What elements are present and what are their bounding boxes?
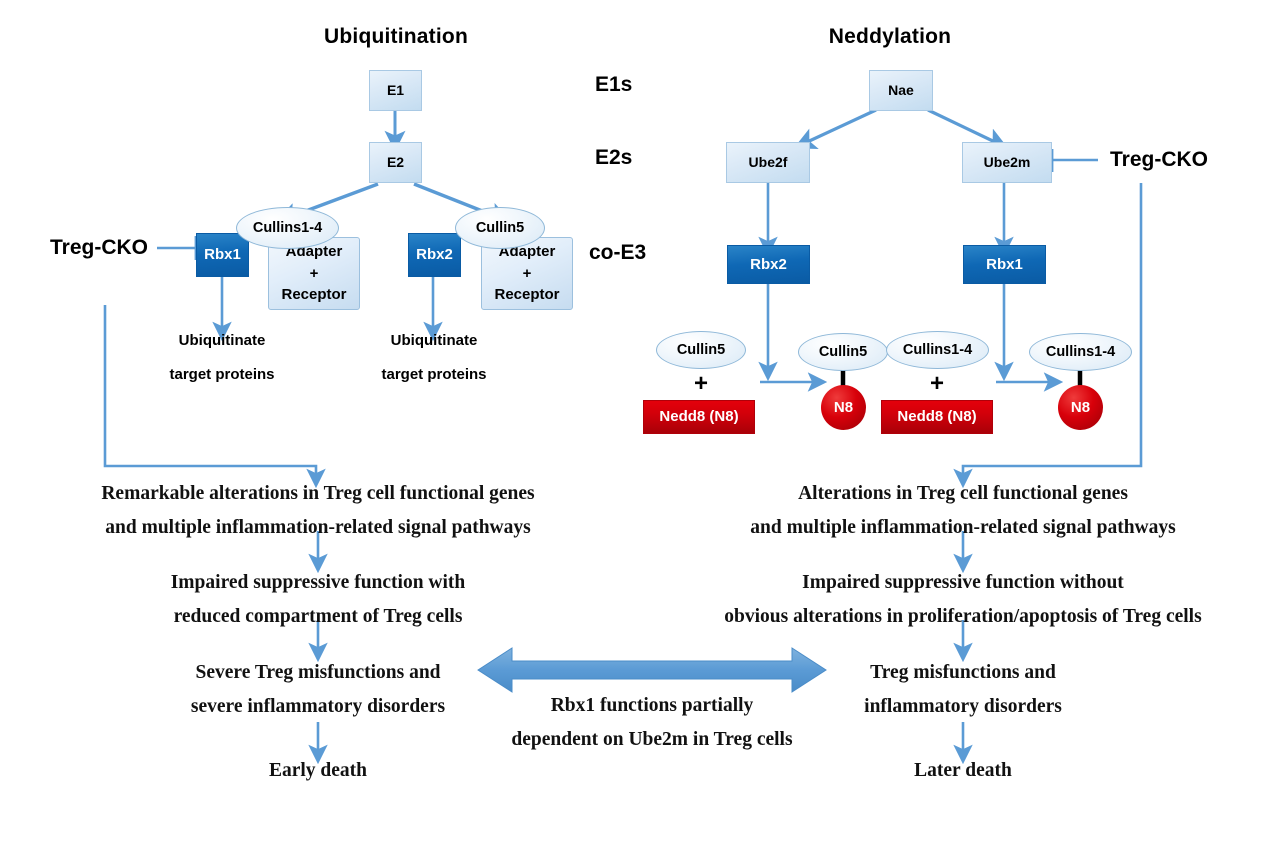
node-cullin5-substrate[interactable]: Cullin5 xyxy=(656,331,746,369)
adapter-plus: + xyxy=(522,264,532,282)
outcome-left-2-line2: reduced compartment of Treg cells xyxy=(173,606,463,628)
page-title-ubiquitination: Ubiquitination xyxy=(324,24,468,48)
receptor-label: Receptor xyxy=(494,286,560,304)
node-rbx1-neddylation[interactable]: Rbx1 xyxy=(963,245,1046,284)
effect-ubiquitinate-right-line2: target proteins xyxy=(381,366,487,384)
node-rbx1-ubiquitination[interactable]: Rbx1 xyxy=(196,233,249,277)
adapter-receptor-box-left[interactable]: Adapter + Receptor xyxy=(268,237,360,310)
stage-label-co-e3: co-E3 xyxy=(589,240,647,264)
center-note-line2: dependent on Ube2m in Treg cells xyxy=(511,729,793,751)
label-treg-cko-left: Treg-CKO xyxy=(50,235,149,259)
outcome-right-4: Later death xyxy=(914,760,1012,782)
node-e1[interactable]: E1 xyxy=(369,70,422,111)
node-cullin5-ubiquitination[interactable]: Cullin5 xyxy=(455,207,545,249)
node-rbx2-ubiquitination[interactable]: Rbx2 xyxy=(408,233,461,277)
effect-ubiquitinate-left-line1: Ubiquitinate xyxy=(178,332,266,350)
center-note-line1: Rbx1 functions partially xyxy=(550,695,754,717)
outcome-right-3-line2: inflammatory disorders xyxy=(864,696,1062,718)
receptor-label: Receptor xyxy=(281,286,347,304)
outcome-left-4: Early death xyxy=(268,760,368,782)
node-ube2f[interactable]: Ube2f xyxy=(726,142,810,183)
outcome-left-3-line1: Severe Treg misfunctions and xyxy=(195,662,441,684)
label-treg-cko-right: Treg-CKO xyxy=(1110,147,1209,171)
node-cullins1-4-substrate[interactable]: Cullins1-4 xyxy=(886,331,989,369)
node-rbx2-neddylation[interactable]: Rbx2 xyxy=(727,245,810,284)
outcome-left-1-line1: Remarkable alterations in Treg cell func… xyxy=(101,483,535,505)
outcome-right-2-line1: Impaired suppressive function without xyxy=(802,572,1124,594)
node-e2[interactable]: E2 xyxy=(369,142,422,183)
outcome-right-1-line2: and multiple inflammation-related signal… xyxy=(750,517,1176,539)
effect-ubiquitinate-right-line1: Ubiquitinate xyxy=(390,332,478,350)
node-n8-right[interactable]: N8 xyxy=(1058,385,1103,430)
outcome-right-1-line1: Alterations in Treg cell functional gene… xyxy=(798,483,1128,505)
adapter-receptor-box-right[interactable]: Adapter + Receptor xyxy=(481,237,573,310)
outcome-right-2-line2: obvious alterations in proliferation/apo… xyxy=(724,606,1202,628)
outcome-left-3-line2: severe inflammatory disorders xyxy=(190,696,446,718)
plus-sign-right: + xyxy=(929,370,944,398)
effect-ubiquitinate-left-line2: target proteins xyxy=(169,366,275,384)
plus-sign-left: + xyxy=(693,370,708,398)
stage-label-e1s: E1s xyxy=(595,72,633,96)
outcome-left-2-line1: Impaired suppressive function with xyxy=(170,572,466,594)
node-nedd8-right[interactable]: Nedd8 (N8) xyxy=(881,400,993,434)
outcome-left-1-line2: and multiple inflammation-related signal… xyxy=(105,517,531,539)
arrow-nae-to-ube2f xyxy=(793,108,877,149)
outcome-right-3-line1: Treg misfunctions and xyxy=(870,662,1056,684)
node-nedd8-left[interactable]: Nedd8 (N8) xyxy=(643,400,755,434)
stage-label-e2s: E2s xyxy=(595,145,633,169)
adapter-plus: + xyxy=(309,264,319,282)
node-cullin5-product[interactable]: Cullin5 xyxy=(798,333,888,371)
arrow-nae-to-ube2m xyxy=(927,108,1009,149)
node-nae[interactable]: Nae xyxy=(869,70,933,111)
page-title-neddylation: Neddylation xyxy=(828,24,952,48)
node-cullins1-4-ubiquitination[interactable]: Cullins1-4 xyxy=(236,207,339,249)
node-ube2m[interactable]: Ube2m xyxy=(962,142,1052,183)
node-n8-left[interactable]: N8 xyxy=(821,385,866,430)
node-cullins1-4-product[interactable]: Cullins1-4 xyxy=(1029,333,1132,371)
